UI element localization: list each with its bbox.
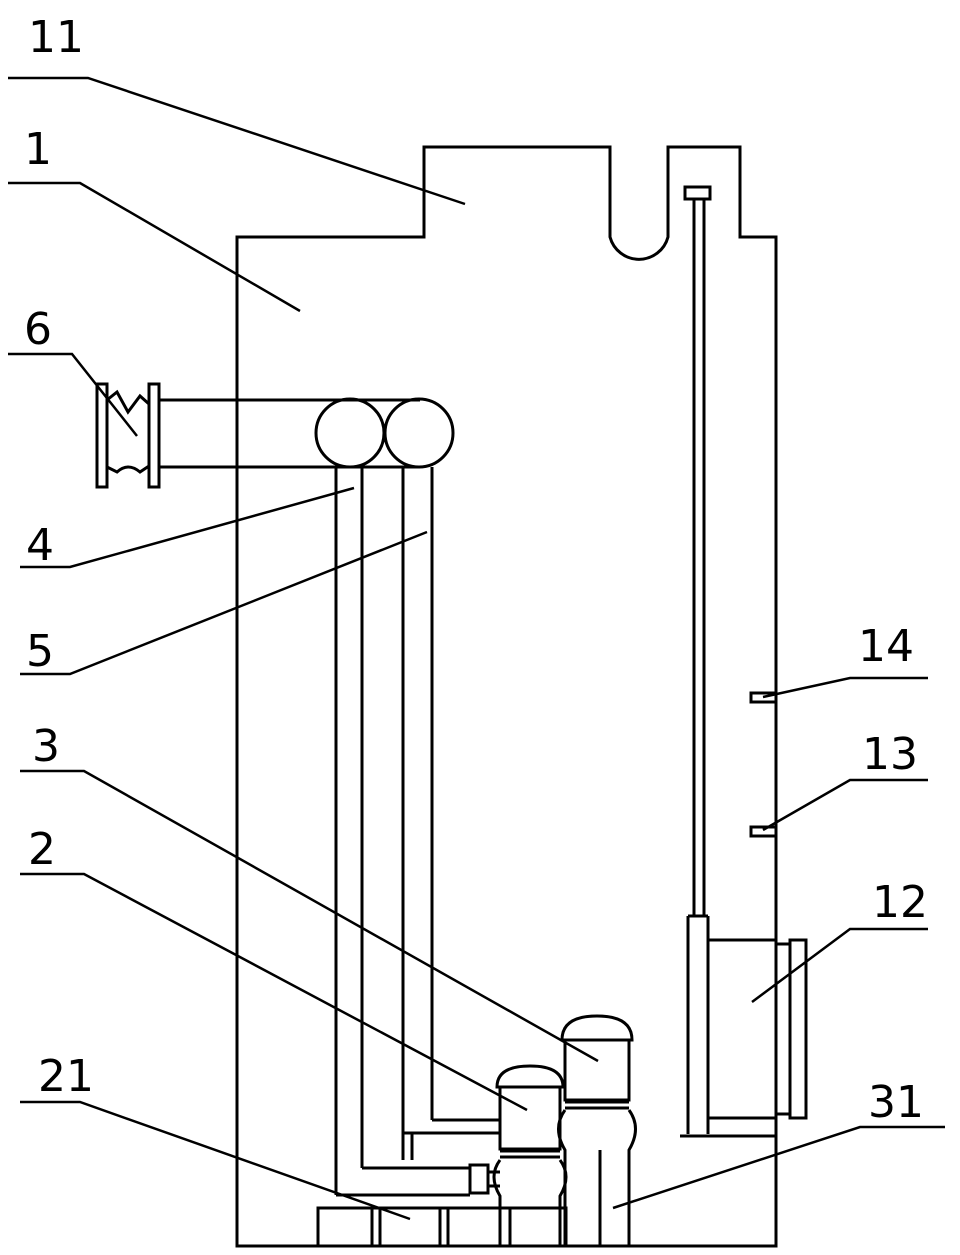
leader-13 <box>762 778 928 832</box>
pump-2 <box>492 1064 568 1246</box>
leader-12 <box>751 927 928 1004</box>
leader-31 <box>612 1125 945 1210</box>
label-11: 11 <box>28 12 84 63</box>
base-21 <box>316 1206 568 1248</box>
label-14: 14 <box>858 621 914 672</box>
pump-inlet-fitting <box>468 1163 490 1195</box>
riser-pipe-5 <box>401 467 500 1160</box>
label-3: 3 <box>32 721 60 772</box>
leader-1 <box>8 181 301 313</box>
label-31: 31 <box>868 1077 924 1128</box>
leader-5 <box>20 530 428 676</box>
level-sensor-14 <box>749 691 778 704</box>
check-valve <box>106 389 150 474</box>
label-5: 5 <box>26 626 54 677</box>
label-12: 12 <box>872 877 928 928</box>
leader-11 <box>8 76 466 206</box>
flange-left <box>95 382 109 489</box>
leader-21 <box>20 1100 411 1221</box>
label-13: 13 <box>862 729 918 780</box>
outlet-pipe-assembly <box>95 382 455 489</box>
leader-3 <box>20 769 599 1063</box>
label-1: 1 <box>24 124 52 175</box>
pump-3 <box>557 1014 637 1246</box>
leader-14 <box>762 676 928 699</box>
label-21: 21 <box>38 1051 94 1102</box>
control-box-12 <box>706 938 808 1120</box>
leader-2 <box>20 872 528 1112</box>
pipe-elbow-right <box>383 397 455 469</box>
leader-lines <box>8 76 945 1221</box>
rod-top-bracket <box>683 185 712 201</box>
level-sensor-13 <box>749 825 778 838</box>
leader-4 <box>20 486 355 569</box>
label-6: 6 <box>24 304 52 355</box>
riser-pipe-4 <box>334 467 500 1197</box>
flange-right <box>147 382 161 489</box>
pipe-elbow-left <box>314 397 386 469</box>
leader-6 <box>8 352 138 437</box>
label-4: 4 <box>26 520 54 571</box>
tank-body <box>235 145 778 1248</box>
label-2: 2 <box>28 824 56 875</box>
